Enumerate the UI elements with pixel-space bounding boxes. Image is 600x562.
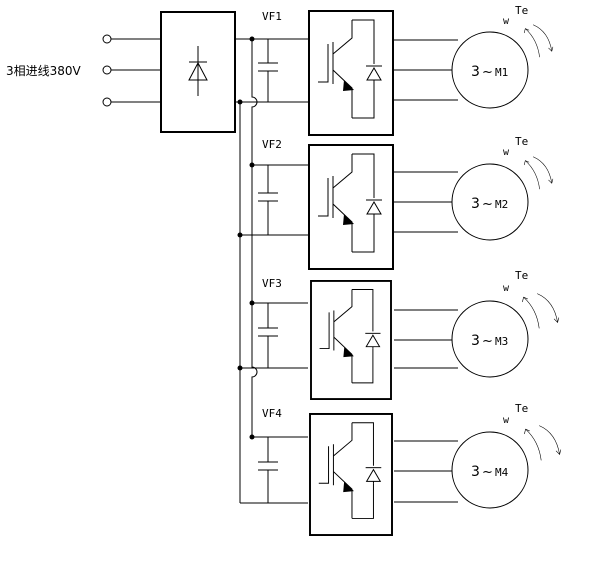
igbt-icon[interactable] bbox=[310, 279, 392, 401]
input-terminal-l1[interactable] bbox=[102, 34, 161, 44]
te-label: Te bbox=[515, 269, 528, 282]
dc-bus bbox=[235, 36, 258, 503]
drive-vf1: VF1 3 ~ M1 Te w bbox=[240, 4, 554, 136]
vf-label: VF2 bbox=[262, 138, 282, 151]
motor-m1[interactable]: 3 ~ M1 bbox=[451, 31, 529, 109]
motor-m3[interactable]: 3 ~ M3 bbox=[451, 300, 529, 378]
te-label: Te bbox=[515, 402, 528, 415]
drive-vf2: VF2 3 ~ M2 Te w bbox=[240, 135, 554, 270]
igbt-icon[interactable] bbox=[308, 10, 394, 136]
te-label: Te bbox=[515, 4, 528, 17]
capacitor-icon bbox=[258, 303, 278, 368]
diode-icon bbox=[188, 46, 208, 96]
motor-name: M3 bbox=[495, 335, 508, 348]
rotation-arrow-icon bbox=[532, 156, 554, 184]
rotation-arrow-icon bbox=[523, 28, 540, 58]
rotation-arrow-icon bbox=[536, 293, 560, 323]
igbt-icon[interactable] bbox=[308, 144, 394, 270]
motor-name: M1 bbox=[495, 66, 508, 79]
vf-label: VF3 bbox=[262, 277, 282, 290]
motor-tilde: ~ bbox=[482, 334, 493, 349]
motor-leads bbox=[394, 171, 458, 233]
motor-name: M4 bbox=[495, 466, 509, 479]
capacitor-icon bbox=[258, 437, 278, 503]
w-label: w bbox=[503, 283, 510, 294]
capacitor-icon bbox=[258, 39, 278, 102]
vf-label: VF1 bbox=[262, 10, 282, 23]
motor-leads bbox=[394, 440, 458, 503]
motor-leads bbox=[394, 309, 458, 369]
capacitor-icon bbox=[258, 165, 278, 235]
te-label: Te bbox=[515, 135, 528, 148]
rotation-arrow-icon bbox=[524, 428, 542, 461]
motor-tilde: ~ bbox=[482, 65, 493, 80]
motor-name: M2 bbox=[495, 198, 508, 211]
drive-vf3: VF3 3 ~ M3 Te w bbox=[240, 269, 560, 401]
igbt-icon[interactable] bbox=[309, 412, 393, 537]
input-terminal-l3[interactable] bbox=[102, 97, 161, 107]
rotation-arrow-icon bbox=[532, 24, 554, 52]
motor-m4[interactable]: 3 ~ M4 bbox=[451, 431, 529, 509]
rotation-arrow-icon bbox=[538, 425, 562, 455]
motor-m2[interactable]: 3 ~ M2 bbox=[451, 163, 529, 241]
three-phase-input: 3相进线380V bbox=[6, 34, 161, 107]
rectifier-block[interactable] bbox=[160, 11, 236, 133]
motor-num: 3 bbox=[471, 64, 480, 80]
motor-leads bbox=[394, 39, 458, 101]
motor-num: 3 bbox=[471, 196, 480, 212]
w-label: w bbox=[503, 415, 510, 426]
vf-label: VF4 bbox=[262, 407, 282, 420]
w-label: w bbox=[503, 147, 510, 158]
motor-tilde: ~ bbox=[482, 197, 493, 212]
motor-num: 3 bbox=[471, 333, 480, 349]
motor-num: 3 bbox=[471, 464, 480, 480]
w-label: w bbox=[503, 16, 510, 27]
input-label: 3相进线380V bbox=[6, 64, 82, 78]
drive-vf4: VF4 3 ~ M4 Te w bbox=[240, 402, 562, 537]
input-terminal-l2[interactable] bbox=[102, 65, 161, 75]
motor-tilde: ~ bbox=[482, 465, 493, 480]
rotation-arrow-icon bbox=[523, 160, 540, 190]
